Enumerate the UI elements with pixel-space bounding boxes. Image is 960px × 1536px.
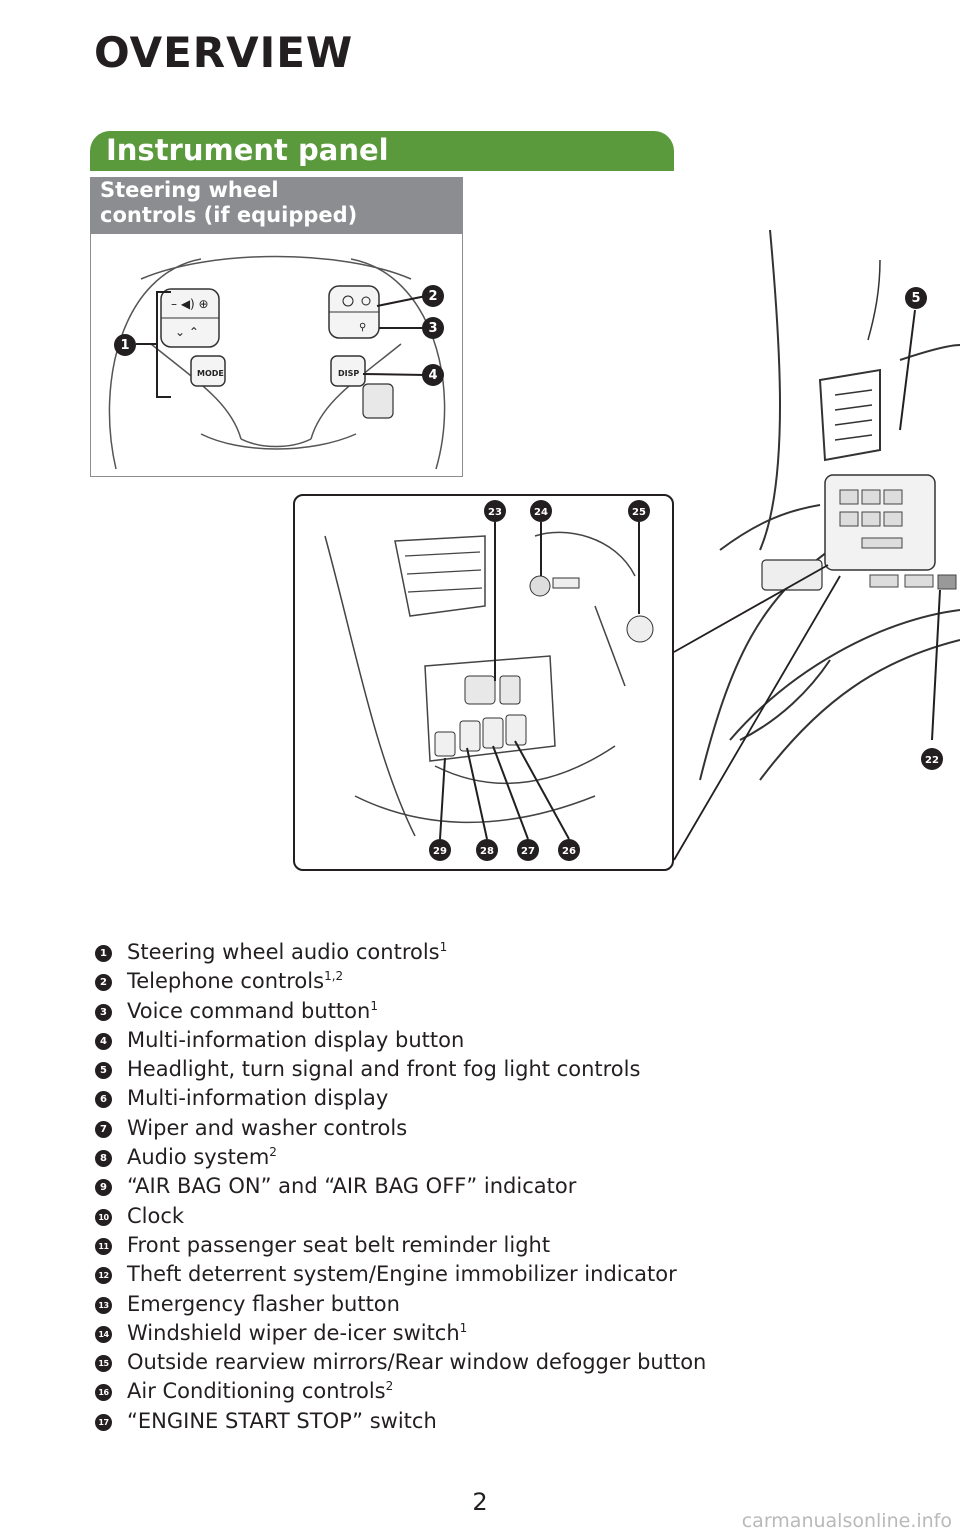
dashboard-illustration: 5 22 xyxy=(673,229,960,861)
watermark: carmanualsonline.info xyxy=(741,1510,952,1532)
svg-text:27: 27 xyxy=(521,846,535,857)
svg-text:2: 2 xyxy=(428,289,437,304)
subsection-title-line1: Steering wheel xyxy=(100,178,279,202)
section-header: Instrument panel xyxy=(90,131,674,171)
svg-text:22: 22 xyxy=(925,755,939,766)
svg-text:1: 1 xyxy=(120,338,129,353)
callout-4: 4 xyxy=(422,364,444,386)
callout-26: 26 xyxy=(558,839,580,861)
svg-text:5: 5 xyxy=(911,291,920,306)
lower-dash-inset: 23 24 25 29 28 27 26 xyxy=(293,494,674,871)
page-number: 2 xyxy=(472,1488,488,1516)
svg-text:24: 24 xyxy=(534,507,548,518)
steering-wheel-drawing: – ◀) ⊕ ⌄ ⌃ MODE ⚲ DISP 1 2 3 4 xyxy=(108,255,446,470)
svg-text:3: 3 xyxy=(428,321,437,336)
subsection-title-line2: controls (if equipped) xyxy=(100,203,358,227)
svg-text:⚲: ⚲ xyxy=(359,322,366,333)
lower-dash-drawing: 23 24 25 29 28 27 26 xyxy=(324,500,654,861)
svg-text:25: 25 xyxy=(632,507,646,518)
disp-button-label: DISP xyxy=(338,369,359,378)
page-title: OVERVIEW xyxy=(94,28,354,77)
callout-28: 28 xyxy=(476,839,498,861)
subsection-title: Steering wheel controls (if equipped) xyxy=(100,178,357,228)
disp-button xyxy=(330,355,366,387)
subsection-header: Steering wheel controls (if equipped) xyxy=(90,177,463,233)
svg-text:23: 23 xyxy=(488,507,502,518)
callout-1: 1 xyxy=(114,334,136,356)
svg-text:⌄ ⌃: ⌄ ⌃ xyxy=(175,325,199,339)
mode-button-label: MODE xyxy=(197,369,224,378)
callout-22: 22 xyxy=(921,748,943,770)
svg-text:28: 28 xyxy=(480,846,494,857)
svg-text:29: 29 xyxy=(433,846,447,857)
callout-24: 24 xyxy=(530,500,552,522)
section-title: Instrument panel xyxy=(106,133,389,167)
svg-text:4: 4 xyxy=(428,368,437,383)
svg-text:26: 26 xyxy=(562,846,576,857)
mode-button xyxy=(190,355,226,387)
callout-23: 23 xyxy=(484,500,506,522)
callout-5: 5 xyxy=(905,287,927,309)
callout-2: 2 xyxy=(422,285,444,307)
callout-25: 25 xyxy=(628,500,650,522)
steering-wheel-illustration: – ◀) ⊕ ⌄ ⌃ MODE ⚲ DISP 1 2 3 4 xyxy=(90,233,463,477)
svg-text:– ◀) ⊕: – ◀) ⊕ xyxy=(171,297,209,311)
callout-3: 3 xyxy=(422,317,444,339)
callout-27: 27 xyxy=(517,839,539,861)
callout-29: 29 xyxy=(429,839,451,861)
